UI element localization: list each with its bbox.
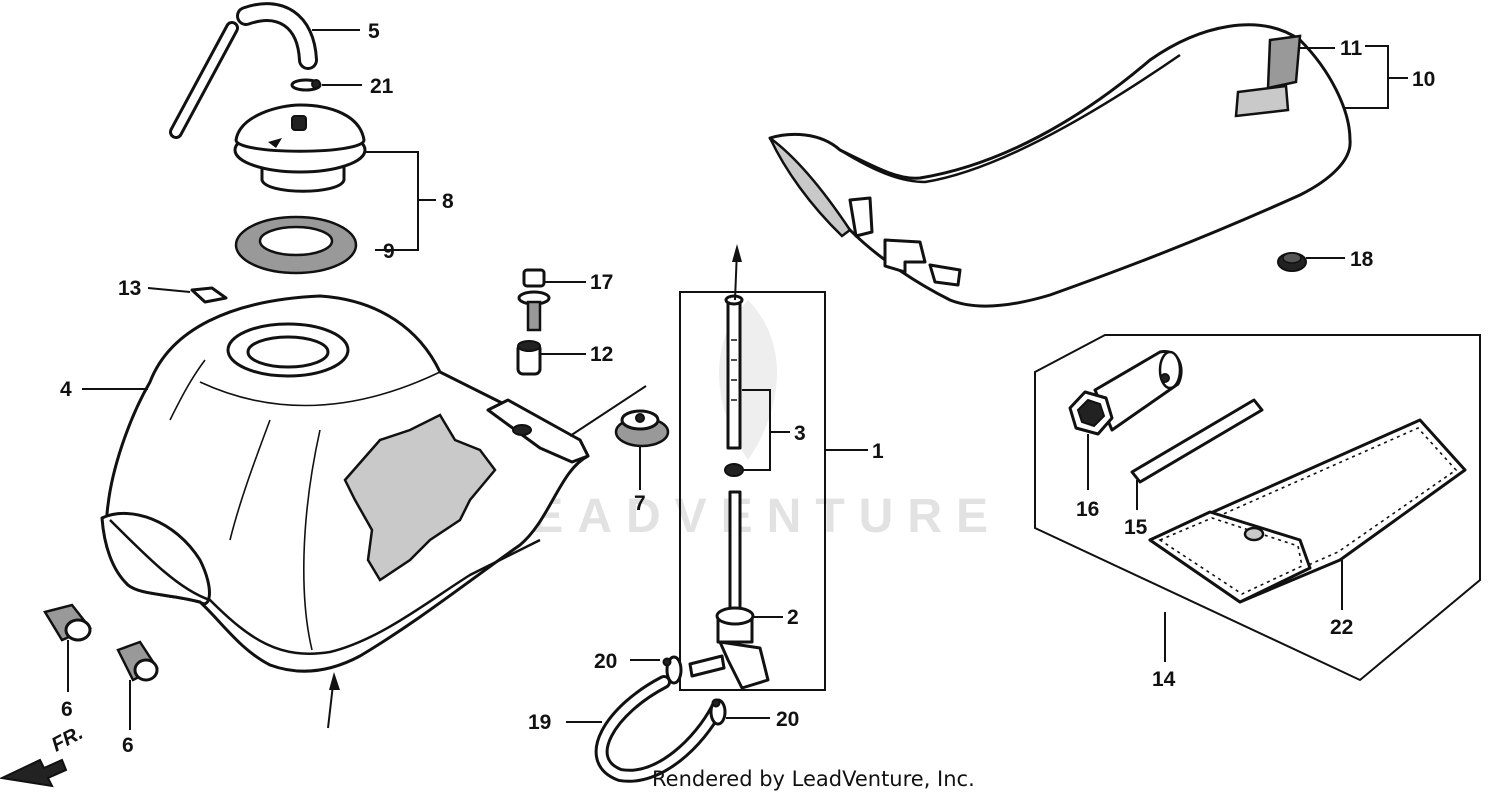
callout-6a: 6 bbox=[61, 698, 73, 721]
tool-bag[interactable] bbox=[1148, 418, 1467, 604]
seat-grommet[interactable] bbox=[1277, 252, 1307, 272]
callout-9: 9 bbox=[383, 240, 395, 263]
callout-21: 21 bbox=[370, 75, 394, 98]
callout-14: 14 bbox=[1152, 668, 1176, 691]
callout-5: 5 bbox=[368, 20, 380, 43]
callout-20a: 20 bbox=[594, 650, 617, 673]
callout-16: 16 bbox=[1076, 498, 1099, 521]
callout-labels: 5 21 8 9 13 4 6 6 17 12 7 3 1 2 20 19 20… bbox=[60, 20, 1435, 757]
watermark: LEADVENTURE bbox=[488, 300, 1002, 543]
callout-22: 22 bbox=[1330, 616, 1353, 639]
tool-bar[interactable] bbox=[1130, 398, 1264, 484]
callout-3: 3 bbox=[794, 422, 806, 445]
callout-17: 17 bbox=[590, 271, 613, 294]
hose-clip[interactable] bbox=[290, 78, 322, 92]
callout-1: 1 bbox=[872, 440, 884, 463]
seat[interactable] bbox=[768, 23, 1352, 308]
breather-hose[interactable] bbox=[169, 2, 318, 139]
fuel-tank[interactable] bbox=[100, 294, 590, 673]
callout-11: 11 bbox=[1340, 37, 1363, 60]
fuel-valve-assembly[interactable] bbox=[679, 291, 826, 691]
callout-18: 18 bbox=[1350, 248, 1374, 271]
tool-kit-assembly[interactable] bbox=[1034, 334, 1481, 682]
tube-clip-2[interactable] bbox=[709, 698, 727, 726]
mounting-rubber[interactable] bbox=[614, 409, 670, 448]
direction-label: FR. bbox=[48, 722, 87, 757]
callout-7: 7 bbox=[634, 492, 646, 515]
callout-4: 4 bbox=[60, 378, 72, 401]
collar[interactable] bbox=[516, 340, 542, 376]
flange-bolt[interactable] bbox=[517, 268, 551, 332]
cushion-rubber-1[interactable] bbox=[43, 603, 92, 642]
cap-gasket[interactable] bbox=[234, 215, 358, 275]
front-direction-indicator: FR. bbox=[0, 722, 87, 788]
render-credit: Rendered by LeadVenture, Inc. bbox=[652, 767, 975, 791]
callout-13: 13 bbox=[118, 277, 141, 300]
callout-20b: 20 bbox=[776, 708, 799, 731]
callout-8: 8 bbox=[442, 190, 454, 213]
callout-10: 10 bbox=[1412, 68, 1435, 91]
seat-strap[interactable] bbox=[1234, 34, 1302, 118]
fuel-tube[interactable] bbox=[594, 675, 723, 783]
callout-12: 12 bbox=[590, 343, 613, 366]
callout-19: 19 bbox=[528, 711, 551, 734]
callout-2: 2 bbox=[787, 606, 799, 629]
tube-clip-1[interactable] bbox=[662, 655, 683, 685]
fuel-cap[interactable] bbox=[233, 103, 367, 193]
watermark-text: LEADVENTURE bbox=[488, 490, 1002, 543]
leader-lines bbox=[67, 29, 1408, 730]
plug-wrench[interactable] bbox=[1068, 350, 1183, 436]
callout-6b: 6 bbox=[122, 734, 134, 757]
emblem-clip[interactable] bbox=[190, 286, 228, 304]
callout-15: 15 bbox=[1124, 516, 1148, 539]
cushion-rubber-2[interactable] bbox=[116, 640, 159, 682]
